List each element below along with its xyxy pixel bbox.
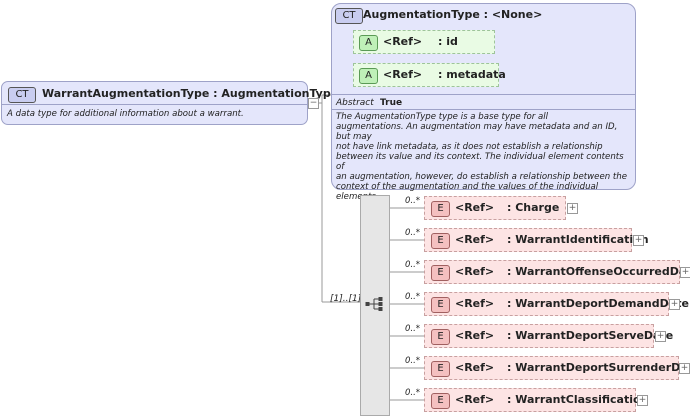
- complex-type-icon: CT: [8, 87, 36, 103]
- element-icon: E: [431, 233, 450, 249]
- element-warrant-offense-occurred-date[interactable]: E <Ref> : WarrantOffenseOccurredDate: [424, 260, 690, 284]
- element-charge[interactable]: E <Ref> : Charge: [424, 196, 566, 220]
- element-name: : WarrantDeportSurrenderDate: [507, 361, 690, 374]
- element-name: : WarrantDeportServeDate: [507, 329, 674, 342]
- element-ref: <Ref>: [455, 361, 495, 374]
- element-name: : WarrantOffenseOccurredDate: [507, 265, 690, 278]
- element-ref: <Ref>: [455, 233, 495, 246]
- attribute-metadata[interactable]: A <Ref> : metadata: [353, 63, 506, 87]
- expand-icon[interactable]: +: [637, 395, 648, 406]
- element-icon: E: [431, 329, 450, 345]
- occurrence-label: 0..*: [405, 388, 421, 398]
- root-header-divider: [2, 104, 307, 105]
- element-warrant-deport-serve-date[interactable]: E <Ref> : WarrantDeportServeDate: [424, 324, 673, 348]
- occurrence-label: 0..*: [405, 356, 421, 366]
- element-name: : WarrantIdentification: [507, 233, 649, 246]
- occurrence-label: 0..*: [405, 196, 421, 206]
- abstract-value: True: [380, 98, 403, 108]
- element-icon: E: [431, 297, 450, 313]
- occurrence-label: 0..*: [405, 228, 421, 238]
- element-warrant-classification[interactable]: E <Ref> : WarrantClassification: [424, 388, 648, 412]
- expand-icon[interactable]: +: [679, 363, 690, 374]
- base-type-description: The AugmentationType type is a base type…: [336, 112, 628, 202]
- expand-icon[interactable]: +: [655, 331, 666, 342]
- element-icon: E: [431, 393, 450, 409]
- element-warrant-identification[interactable]: E <Ref> : WarrantIdentification: [424, 228, 649, 252]
- element-name: : WarrantClassification: [507, 393, 649, 406]
- expand-icon[interactable]: +: [669, 299, 680, 310]
- attribute-ref: <Ref>: [383, 68, 423, 81]
- element-ref: <Ref>: [455, 297, 495, 310]
- base-type-name: AugmentationType : <None>: [363, 8, 543, 21]
- description-divider: [332, 109, 635, 110]
- occurrence-label: 0..*: [405, 260, 421, 270]
- element-warrant-deport-surrender-date[interactable]: E <Ref> : WarrantDeportSurrenderDate: [424, 356, 690, 380]
- abstract-divider: [332, 94, 635, 95]
- attribute-name: : id: [438, 35, 458, 48]
- element-ref: <Ref>: [455, 393, 495, 406]
- occurrence-label: 0..*: [405, 324, 421, 334]
- element-name: : Charge: [507, 201, 560, 214]
- complex-type-icon: CT: [335, 8, 363, 24]
- element-icon: E: [431, 361, 450, 377]
- element-name: : WarrantDeportDemandDate: [507, 297, 689, 310]
- expand-icon[interactable]: +: [567, 203, 578, 214]
- element-warrant-deport-demand-date[interactable]: E <Ref> : WarrantDeportDemandDate: [424, 292, 689, 316]
- element-ref: <Ref>: [455, 201, 495, 214]
- element-icon: E: [431, 265, 450, 281]
- sequence-cardinality: [1]..[1]: [330, 294, 362, 304]
- root-description: A data type for additional information a…: [7, 109, 244, 119]
- abstract-label: Abstract: [336, 98, 374, 108]
- occurrence-label: 0..*: [405, 292, 421, 302]
- expand-icon[interactable]: +: [633, 235, 644, 246]
- base-complex-type[interactable]: CT AugmentationType : <None> A <Ref> : i…: [331, 3, 636, 202]
- attribute-name: : metadata: [438, 68, 506, 81]
- attribute-id[interactable]: A <Ref> : id: [353, 30, 495, 54]
- element-ref: <Ref>: [455, 265, 495, 278]
- attribute-icon: A: [359, 68, 378, 84]
- attribute-ref: <Ref>: [383, 35, 423, 48]
- root-type-name: WarrantAugmentationType : AugmentationTy…: [42, 87, 339, 100]
- root-complex-type[interactable]: CT WarrantAugmentationType : Augmentatio…: [1, 81, 338, 125]
- element-ref: <Ref>: [455, 329, 495, 342]
- attribute-icon: A: [359, 35, 378, 51]
- collapse-icon[interactable]: −: [308, 98, 319, 109]
- element-icon: E: [431, 201, 450, 217]
- sequence-compositor[interactable]: [360, 195, 390, 416]
- sequence-icon: [365, 297, 383, 311]
- expand-icon[interactable]: +: [680, 267, 690, 278]
